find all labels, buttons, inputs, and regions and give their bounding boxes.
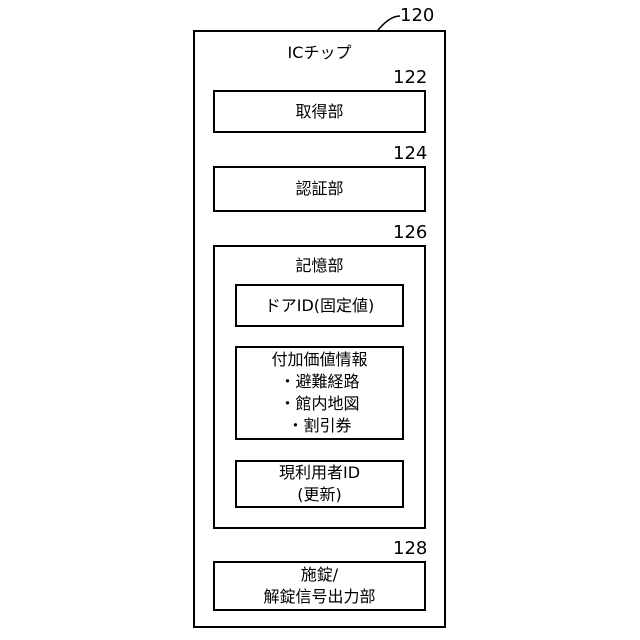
ref-124: 124: [393, 144, 427, 164]
ic-chip-title: ICチップ: [195, 42, 444, 64]
ref-122: 122: [393, 68, 427, 88]
door-id-label: ドアID(固定値): [265, 295, 375, 317]
value-added-info-title: 付加価値情報: [271, 349, 367, 371]
current-user-id-box: 現利用者ID (更新): [235, 460, 404, 508]
ref-128: 128: [393, 539, 427, 559]
authentication-unit-label: 認証部: [295, 178, 343, 200]
acquisition-unit-box: 取得部: [213, 90, 426, 133]
door-id-box: ドアID(固定値): [235, 284, 404, 327]
current-user-id-note: (更新): [297, 484, 342, 506]
value-added-info-box: 付加価値情報 ・避難経路 ・館内地図 ・割引券: [235, 346, 404, 440]
leader-120: [378, 16, 400, 30]
value-added-info-item: ・避難経路: [279, 371, 359, 393]
ref-126: 126: [393, 223, 427, 243]
storage-unit-label: 記憶部: [215, 255, 424, 277]
value-added-info-item: ・館内地図: [279, 393, 359, 415]
lock-unlock-signal-output-box: 施錠/ 解錠信号出力部: [213, 561, 426, 611]
value-added-info-item: ・割引券: [287, 415, 351, 437]
lock-unlock-label-line1: 施錠/: [301, 564, 338, 586]
acquisition-unit-label: 取得部: [295, 101, 343, 123]
authentication-unit-box: 認証部: [213, 166, 426, 212]
ref-120: 120: [400, 6, 434, 26]
lock-unlock-label-line2: 解錠信号出力部: [263, 586, 375, 608]
current-user-id-label: 現利用者ID: [279, 462, 360, 484]
